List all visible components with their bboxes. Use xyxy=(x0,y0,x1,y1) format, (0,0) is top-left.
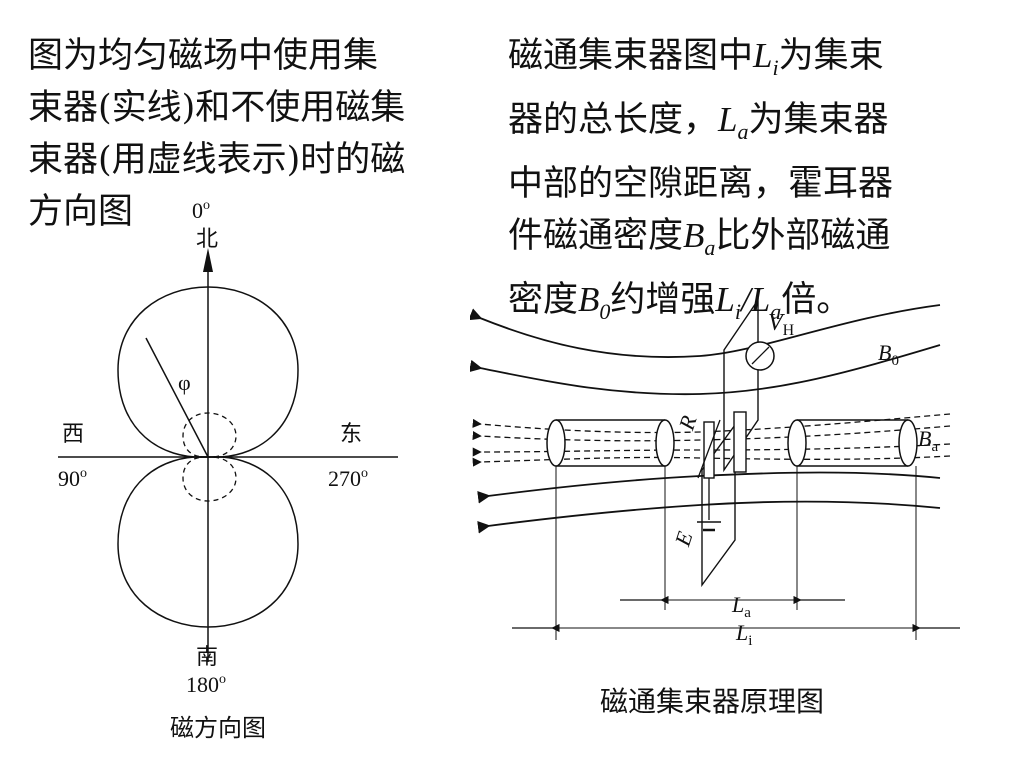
left-cylinder-right-end xyxy=(655,419,675,467)
vh-label: VH xyxy=(768,310,795,339)
e-label: E xyxy=(669,528,697,550)
dashed-flux-4 xyxy=(472,455,951,467)
north-degree-label: 0o xyxy=(192,198,210,223)
subscript-a: a xyxy=(704,235,716,260)
field-line-bottom-2 xyxy=(477,500,941,534)
south-label: 南 xyxy=(196,644,218,669)
right-cylinder-body xyxy=(797,419,908,467)
upper-dashed-lobe xyxy=(182,412,237,458)
magnetic-direction-diagram: φ 0o 北 西 90o 东 270o 南 180o xyxy=(58,198,398,697)
text-segment: 倍。 xyxy=(781,280,852,320)
east-degree-label: 270o xyxy=(328,466,368,491)
ba-label: Ba xyxy=(918,426,938,455)
symbol-L: L xyxy=(715,280,735,319)
right-cylinder-right-end xyxy=(898,419,918,467)
symbol-B: B xyxy=(578,280,600,319)
north-label: 北 xyxy=(196,226,218,251)
li-label: Li xyxy=(735,620,752,649)
symbol-L: L xyxy=(753,36,773,75)
text-segment: 件磁通密度 xyxy=(508,216,684,256)
symbol-L: L xyxy=(718,100,738,139)
west-label: 西 xyxy=(62,421,84,446)
north-arrow-icon xyxy=(203,248,213,272)
left-line-1: 图为均匀磁场中使用集 xyxy=(28,36,379,76)
field-line-top-1 xyxy=(470,304,941,358)
right-line-4: 件磁通密度Ba比外部磁通 xyxy=(508,210,948,274)
field-line-bottom-1 xyxy=(477,471,941,504)
right-cylinder-left-end xyxy=(787,419,807,467)
left-cylinder-body xyxy=(556,419,665,467)
left-description: 图为均匀磁场中使用集 束器(实线)和不使用磁集 束器(用虚线表示)时的磁 方向图 xyxy=(28,30,458,238)
hall-plane-top xyxy=(723,297,759,473)
text-segment: 约增强 xyxy=(610,280,716,320)
text-segment: 器的总长度， xyxy=(508,100,719,140)
flux-caption: 磁通集束器原理图 xyxy=(600,685,825,718)
r-label: R xyxy=(673,412,701,434)
flux-concentrator-diagram: VH B0 Ba R E La Li xyxy=(470,297,960,649)
text-segment: 磁通集束器图中 xyxy=(508,36,754,76)
right-line-1: 磁通集束器图中Li为集束 xyxy=(508,30,948,94)
resistor-slider xyxy=(697,419,721,479)
la-label: La xyxy=(731,592,751,621)
text-segment: 为集束器 xyxy=(748,100,889,140)
west-degree-label: 90o xyxy=(58,466,87,491)
voltmeter-needle xyxy=(751,346,770,365)
angle-line xyxy=(145,337,209,458)
east-label: 东 xyxy=(340,421,362,446)
dashed-flux-1 xyxy=(472,413,951,434)
subscript-i: i xyxy=(734,299,742,324)
text-segment: 为集束 xyxy=(778,36,884,76)
upper-solid-lobe xyxy=(117,286,299,458)
left-cylinder-left-end xyxy=(546,419,566,467)
subscript-a: a xyxy=(737,119,749,144)
left-line-2: 束器(实线)和不使用磁集 xyxy=(28,88,406,128)
slash: / xyxy=(741,280,751,319)
right-description: 磁通集束器图中Li为集束 器的总长度，La为集束器 中部的空隙距离，霍耳器 件磁… xyxy=(508,30,948,338)
right-line-5: 密度B0约增强Li/La倍。 xyxy=(508,274,948,338)
right-line-3: 中部的空隙距离，霍耳器 xyxy=(508,164,894,204)
subscript-a: a xyxy=(770,299,782,324)
south-degree-label: 180o xyxy=(186,672,226,697)
left-line-3: 束器(用虚线表示)时的磁 xyxy=(28,140,406,180)
b0-label: B0 xyxy=(878,340,899,369)
right-line-2: 器的总长度，La为集束器 xyxy=(508,94,948,158)
text-segment: 密度 xyxy=(508,280,579,320)
symbol-B: B xyxy=(683,216,705,255)
angle-phi-label: φ xyxy=(178,370,191,395)
lower-dashed-lobe xyxy=(182,456,237,502)
compass-caption: 磁方向图 xyxy=(170,714,266,742)
text-segment: 比外部磁通 xyxy=(715,216,891,256)
subscript-i: i xyxy=(772,55,779,80)
field-line-top-2 xyxy=(470,344,941,396)
subscript-0: 0 xyxy=(599,299,611,324)
symbol-L: L xyxy=(750,280,771,319)
left-line-4: 方向图 xyxy=(28,192,134,232)
hall-element xyxy=(733,411,747,473)
lower-solid-lobe xyxy=(117,456,299,628)
